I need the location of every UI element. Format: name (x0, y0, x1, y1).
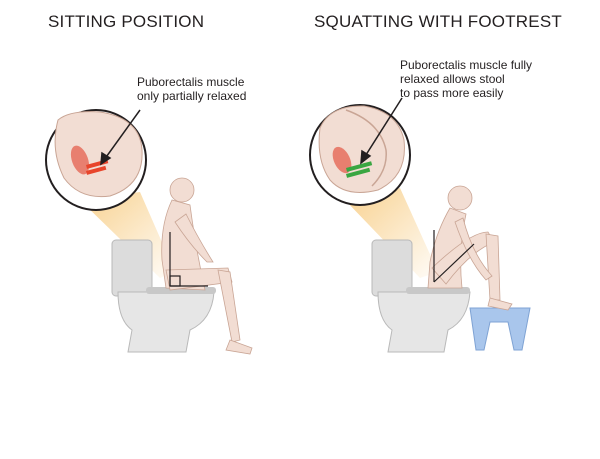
pointer-arrow-right (360, 97, 403, 165)
footrest (469, 307, 531, 351)
pointer-arrow-left (100, 109, 141, 166)
toilet-bowl-right (377, 291, 471, 353)
left-callout-line-2: only partially relaxed (137, 89, 247, 103)
toilet-tank-right (371, 239, 413, 297)
right-callout-line-3: to pass more easily (400, 86, 504, 100)
sitting-scene (45, 109, 253, 355)
left-panel-title: SITTING POSITION (48, 12, 205, 31)
left-callout: Puborectalis muscle only partially relax… (137, 75, 246, 103)
toilet-bowl-left (117, 291, 215, 353)
magnified-anatomy-right (318, 105, 405, 193)
person-squatting (427, 185, 513, 311)
angle-marker-right (433, 230, 475, 283)
angle-marker-left (169, 232, 208, 287)
right-callout: Puborectalis muscle fully relaxed allows… (400, 58, 532, 100)
squatting-scene (309, 97, 531, 353)
toilet-tank-left (111, 239, 153, 297)
magnifier-beam-right (345, 188, 438, 278)
muscle-relaxed (346, 161, 373, 172)
person-sitting (161, 177, 253, 355)
right-callout-line-2: relaxed allows stool (400, 72, 505, 86)
left-callout-line-1: Puborectalis muscle (137, 75, 245, 89)
magnified-anatomy-left (54, 111, 143, 198)
toilet-seat-right (406, 287, 470, 294)
right-panel-title: SQUATTING WITH FOOTREST (314, 12, 562, 31)
right-callout-line-1: Puborectalis muscle fully (400, 58, 533, 72)
